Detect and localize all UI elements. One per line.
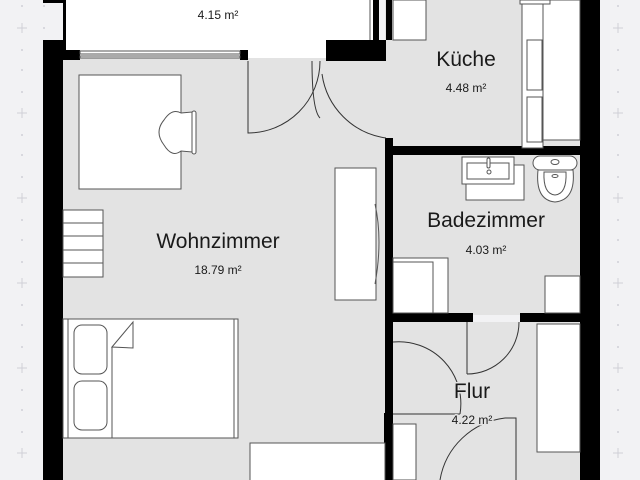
sideboard bbox=[249, 442, 386, 480]
shelf bbox=[62, 209, 104, 278]
double-bed bbox=[62, 318, 239, 439]
wardrobe bbox=[334, 167, 380, 301]
door-bath bbox=[466, 321, 520, 375]
furniture-wohnzimmer bbox=[62, 74, 386, 480]
door-flur-wohnzimmer bbox=[392, 341, 462, 415]
window-ledge-right bbox=[240, 50, 248, 60]
wall-center-top-ledge bbox=[326, 40, 386, 61]
door-kueche-wohnzimmer bbox=[321, 73, 387, 139]
washbasin bbox=[461, 156, 525, 201]
flur-cabinet bbox=[392, 423, 417, 480]
wall-bath-bottom-left bbox=[393, 313, 473, 322]
background-grid bbox=[17, 5, 623, 458]
furniture-kueche bbox=[519, 0, 581, 149]
wall-kitchen-left bbox=[385, 138, 393, 480]
room-name-wohnzimmer: Wohnzimmer bbox=[156, 230, 279, 253]
wall-bath-bottom-right bbox=[520, 313, 582, 322]
furniture-top-room bbox=[369, 0, 427, 41]
area-flur: 4.22 m² bbox=[452, 413, 493, 427]
furniture-flur bbox=[392, 323, 581, 480]
area-badezimmer: 4.03 m² bbox=[466, 243, 507, 257]
room-name-flur: Flur bbox=[454, 380, 490, 403]
area-kueche: 4.48 m² bbox=[446, 81, 487, 95]
furniture-badezimmer bbox=[392, 155, 581, 314]
toilet bbox=[532, 155, 578, 203]
wall-kitchen-bottom bbox=[385, 146, 581, 155]
door-kitchen bbox=[311, 60, 321, 119]
wall-left-upper bbox=[43, 0, 63, 3]
flur-wardrobe bbox=[536, 323, 581, 453]
room-labels: 4.15 m² Küche 4.48 m² Wohnzimmer 18.79 m… bbox=[155, 7, 547, 429]
wall-flur-left-lower bbox=[384, 413, 393, 480]
wall-left bbox=[43, 40, 63, 480]
washing-machine bbox=[392, 257, 449, 314]
bath-cabinet bbox=[544, 275, 581, 314]
wall-right bbox=[580, 0, 600, 480]
area-wohnzimmer: 18.79 m² bbox=[194, 263, 241, 277]
area-top-left-room: 4.15 m² bbox=[198, 8, 239, 22]
room-name-kueche: Küche bbox=[436, 48, 496, 71]
wall-top-left-ledge bbox=[63, 50, 80, 60]
wall-kitchen-left-top bbox=[386, 0, 392, 40]
counter bbox=[542, 0, 581, 141]
door-wohnzimmer-top bbox=[247, 60, 321, 134]
chair bbox=[158, 111, 193, 154]
walls bbox=[43, 0, 600, 480]
wall-center-top bbox=[373, 0, 379, 40]
floor-top-left-room[interactable] bbox=[63, 0, 378, 60]
doors bbox=[247, 60, 520, 480]
window-top-left bbox=[79, 50, 241, 59]
room-name-badezimmer: Badezimmer bbox=[427, 209, 545, 232]
wall-top-left-upper bbox=[63, 0, 66, 52]
door-flur-bottom bbox=[439, 417, 517, 480]
